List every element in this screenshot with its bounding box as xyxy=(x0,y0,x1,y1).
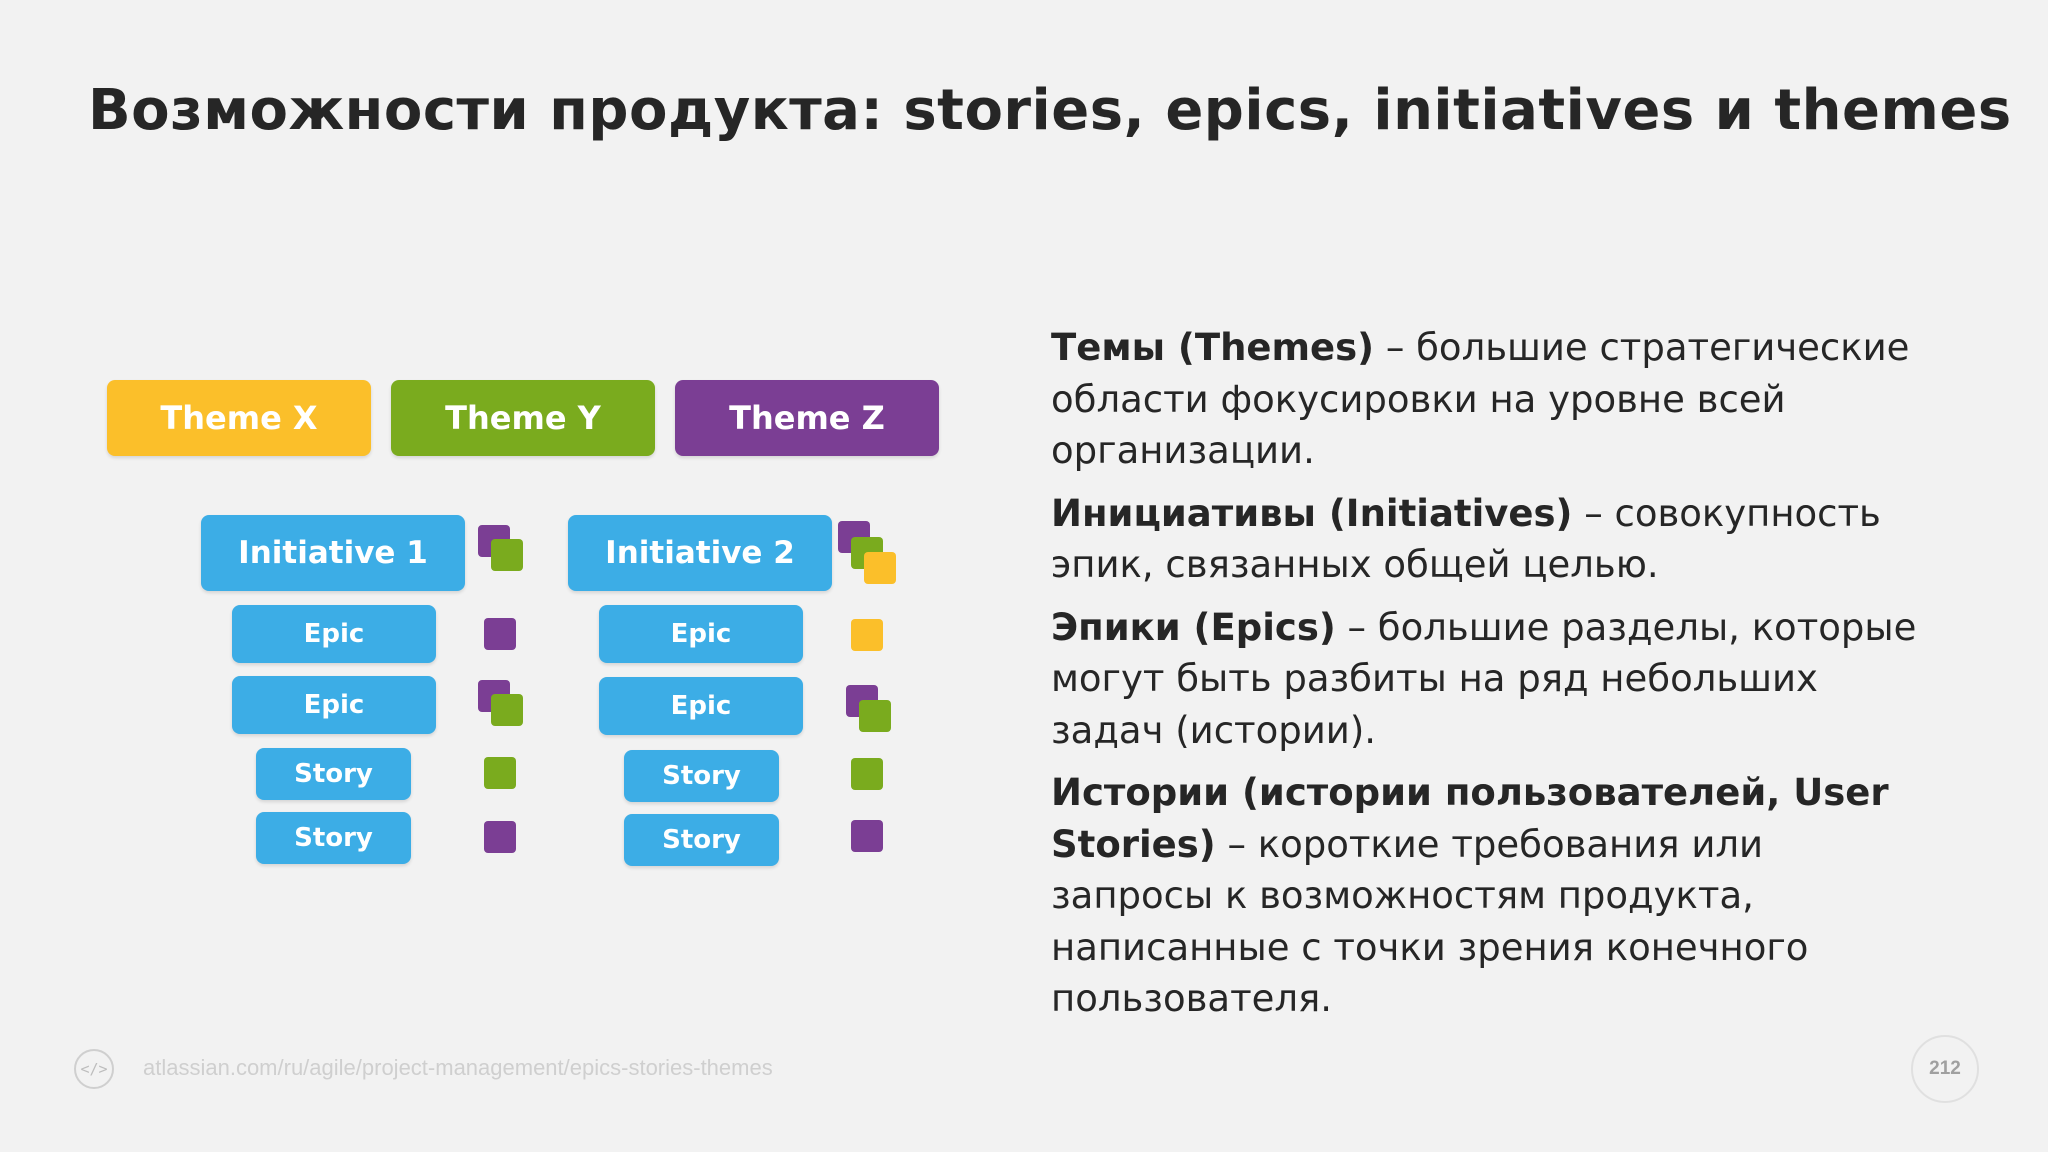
page-number-badge: 212 xyxy=(1911,1035,1979,1103)
initiative-2-epic-2-green-marker xyxy=(859,700,891,732)
initiative-2-epic-2: Epic xyxy=(599,677,803,735)
initiative-2-story-2-marker xyxy=(851,820,883,852)
slide-title: Возможности продукта: stories, epics, in… xyxy=(88,78,2012,143)
themes-definition: Темы (Themes) – большие стратегические о… xyxy=(1051,322,1931,477)
initiatives-term: Инициативы (Initiatives) xyxy=(1051,491,1573,535)
initiative-2-yellow-marker xyxy=(864,552,896,584)
initiative-2-epic-1: Epic xyxy=(599,605,803,663)
epics-term: Эпики (Epics) xyxy=(1051,605,1336,649)
initiative-1-epic-2: Epic xyxy=(232,676,436,734)
initiatives-definition: Инициативы (Initiatives) – совокупность … xyxy=(1051,488,1931,591)
initiative-1-story-2-marker xyxy=(484,821,516,853)
source-link[interactable]: atlassian.com/ru/agile/project-managemen… xyxy=(143,1055,773,1080)
initiative-1-epic-2-green-marker xyxy=(491,694,523,726)
initiative-2-epic-1-marker xyxy=(851,619,883,651)
themes-term: Темы (Themes) xyxy=(1051,326,1375,369)
theme-x-box: Theme X xyxy=(107,380,371,456)
theme-y-box: Theme Y xyxy=(391,380,655,456)
stories-term: Истории (истории пользователей, User Sto… xyxy=(1051,771,1889,866)
initiatives-text: – совокупность эпик, связанных общей цел… xyxy=(1051,491,1881,587)
initiative-2-story-2: Story xyxy=(624,814,779,866)
themes-text: – большие стратегические области фокусир… xyxy=(1051,326,1910,472)
initiative-1-story-1: Story xyxy=(256,748,411,800)
initiative-1-box: Initiative 1 xyxy=(201,515,465,591)
theme-z-box: Theme Z xyxy=(675,380,939,456)
epics-definition: Эпики (Epics) – большие разделы, которые… xyxy=(1051,602,1931,757)
initiative-2-box: Initiative 2 xyxy=(568,515,832,591)
initiative-1-epic-1-marker xyxy=(484,618,516,650)
stories-text: – короткие требования или запросы к возм… xyxy=(1051,822,1809,1021)
code-icon: </> xyxy=(74,1049,114,1089)
epics-text: – большие разделы, которые могут быть ра… xyxy=(1051,605,1917,752)
stories-definition: Истории (истории пользователей, User Sto… xyxy=(1051,767,1931,1025)
initiative-2-story-1: Story xyxy=(624,750,779,802)
initiative-1-epic-1: Epic xyxy=(232,605,436,663)
initiative-1-story-1-marker xyxy=(484,757,516,789)
initiative-2-story-1-marker xyxy=(851,758,883,790)
initiative-1-green-marker xyxy=(491,539,523,571)
initiative-1-story-2: Story xyxy=(256,812,411,864)
definitions-text: Темы (Themes) – большие стратегические о… xyxy=(1051,322,1931,1036)
